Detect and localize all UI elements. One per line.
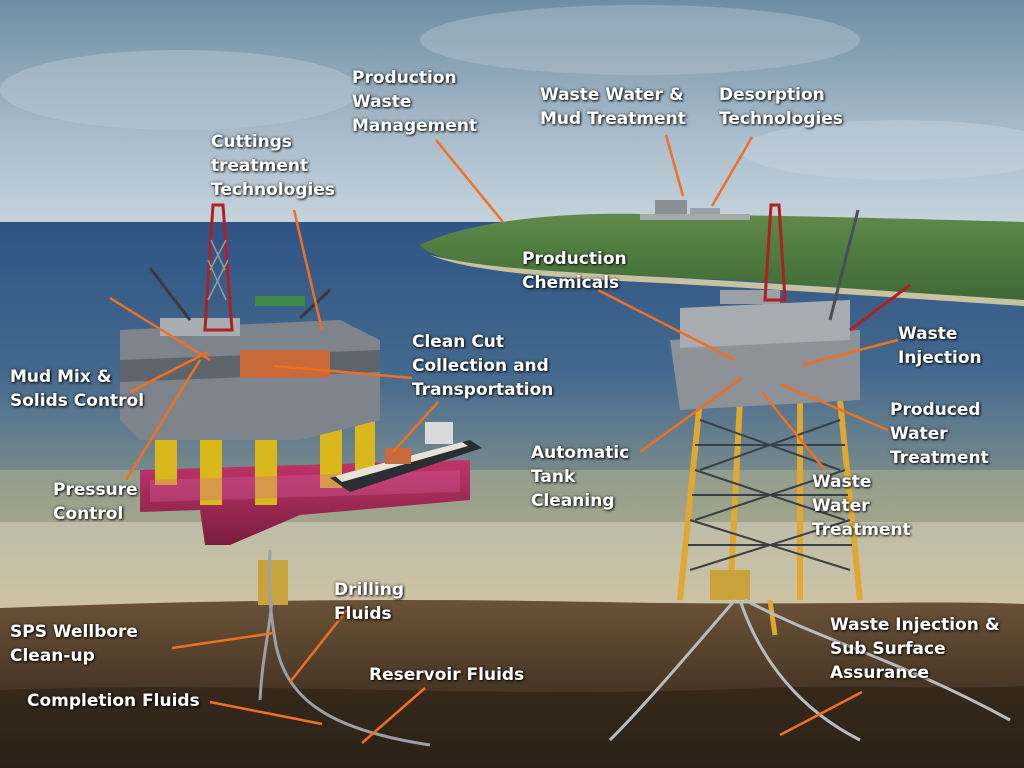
label-cuttings-treatment: Cuttings treatment Technologies: [211, 132, 335, 200]
vessel-hull: [330, 440, 482, 492]
leader-desorption: [710, 136, 754, 207]
cloud: [0, 50, 360, 130]
label-clean-cut-collection: Clean Cut Collection and Transportation: [412, 332, 554, 400]
rig-column: [255, 430, 277, 505]
semi-submersible-rig: [120, 203, 470, 545]
leader-produced-water: [779, 382, 889, 432]
label-drilling-fluids: Drilling Fluids: [334, 580, 405, 624]
label-waste-water-mud-treatment: Waste Water & Mud Treatment: [540, 85, 686, 129]
leader-completion-fluids: [209, 700, 323, 726]
subsea-tree: [258, 560, 288, 605]
onshore-facility: [640, 214, 750, 220]
rig-module: [160, 318, 240, 336]
leader-mud-mix: [109, 296, 211, 362]
label-desorption-technologies: Desorption Technologies: [719, 85, 843, 129]
leader-waste-water-mud: [664, 134, 685, 197]
jacket-leg: [837, 399, 863, 601]
leader-reservoir-fluids: [361, 687, 426, 744]
onshore-facility: [655, 200, 687, 218]
leader-clean-cut-vessel: [392, 401, 439, 453]
platform-crane: [828, 209, 860, 321]
leader-waste-injection-subsurface: [779, 690, 863, 737]
jacket-leg: [767, 599, 778, 636]
label-produced-water-treatment: Produced Water Treatment: [890, 400, 989, 468]
rig-column: [320, 418, 342, 488]
helideck: [255, 296, 305, 306]
label-mud-mix-solids-control: Mud Mix & Solids Control: [10, 367, 145, 411]
rig-crane: [148, 267, 192, 321]
cloud: [420, 5, 860, 75]
label-waste-injection-subsurface: Waste Injection & Sub Surface Assurance: [830, 615, 1000, 683]
flowline: [738, 599, 861, 742]
label-waste-injection: Waste Injection: [898, 324, 982, 368]
beach: [430, 255, 1024, 306]
vessel-bridge: [425, 422, 453, 444]
leader-drilling-fluids: [289, 609, 348, 683]
supply-vessel: [330, 422, 482, 492]
jacket-bracing: [688, 419, 852, 571]
label-sps-wellbore-cleanup: SPS Wellbore Clean-up: [10, 622, 138, 666]
leader-waste-injection: [801, 338, 899, 367]
leader-production-chemicals: [597, 288, 736, 362]
jacket-leg: [677, 399, 703, 601]
leader-production-waste: [435, 139, 504, 223]
coastline: [420, 213, 1024, 300]
leader-sps-wellbore: [171, 631, 275, 650]
rig-column: [200, 430, 222, 505]
subsea-wellhead: [710, 570, 750, 600]
cloud: [740, 120, 1024, 180]
platform-module: [680, 300, 850, 348]
riser: [258, 599, 274, 701]
leader-pressure-control: [124, 359, 202, 481]
leader-cuttings: [292, 209, 324, 331]
leader-mud-mix-2: [129, 350, 209, 394]
label-production-chemicals: Production Chemicals: [522, 249, 627, 293]
label-waste-water-treatment: Waste Water Treatment: [812, 472, 911, 540]
onshore-facility: [690, 208, 720, 218]
derrick: [203, 203, 234, 332]
riser: [267, 549, 431, 747]
rig-equipment: [240, 350, 330, 378]
rig-hull: [140, 460, 470, 545]
platform-equipment: [720, 290, 780, 304]
label-completion-fluids: Completion Fluids: [27, 691, 200, 711]
label-production-waste-management: Production Waste Management: [352, 68, 478, 136]
flare-boom: [849, 283, 911, 332]
seabed-layer: [0, 686, 1024, 768]
platform-derrick: [763, 203, 787, 302]
derrick-lattice: [207, 239, 229, 301]
label-pressure-control: Pressure Control: [53, 480, 138, 524]
flowline: [744, 598, 1011, 722]
vessel-cargo: [385, 448, 411, 464]
label-automatic-tank-cleaning: Automatic Tank Cleaning: [531, 443, 630, 511]
label-reservoir-fluids: Reservoir Fluids: [369, 665, 525, 685]
leader-lines: [109, 134, 899, 744]
leader-clean-cut: [273, 364, 413, 380]
flowline: [608, 599, 737, 742]
leader-tank-cleaning: [639, 376, 743, 454]
leader-waste-water-treatment: [761, 391, 826, 471]
